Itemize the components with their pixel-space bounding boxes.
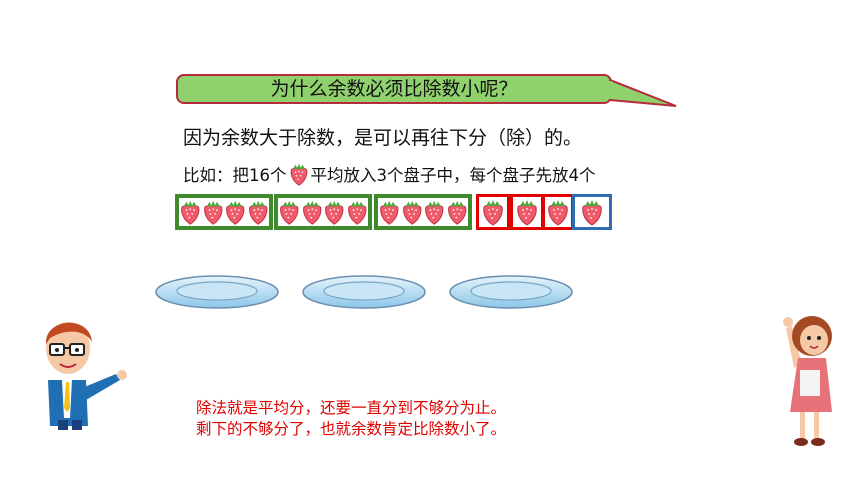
conclusion-line-1: 除法就是平均分，还要一直分到不够分为止。 bbox=[196, 399, 507, 417]
strawberry-icon bbox=[280, 200, 299, 225]
strawberry-icon bbox=[302, 200, 321, 225]
strawberry-icon bbox=[380, 200, 399, 225]
conclusion-line-2: 剩下的不够分了，也就余数肯定比除数小了。 bbox=[196, 420, 507, 438]
strawberry-icon bbox=[226, 200, 245, 225]
strawberry-icon bbox=[203, 200, 222, 225]
example-line: 比如：把16个 平均放入3个盘子中，每个盘子先放4个 bbox=[183, 162, 596, 186]
example-suffix: 平均放入3个盘子中，每个盘子先放4个 bbox=[310, 166, 596, 185]
plate-icon bbox=[302, 275, 426, 309]
strawberry-group bbox=[542, 194, 574, 230]
strawberry-icon bbox=[447, 200, 466, 225]
strawberry-icon bbox=[425, 200, 444, 225]
teacher-boy-figure bbox=[45, 322, 127, 430]
strawberry-icon bbox=[402, 200, 421, 225]
conclusion-note: 除法就是平均分，还要一直分到不够分为止。 剩下的不够分了，也就余数肯定比除数小了… bbox=[196, 398, 506, 440]
strawberry-icon bbox=[248, 200, 267, 225]
plate-icon bbox=[449, 275, 573, 309]
answer-text: 因为余数大于除数，是可以再往下分（除）的。 bbox=[183, 127, 583, 149]
strawberry-group bbox=[374, 194, 472, 230]
strawberry-icon bbox=[290, 163, 307, 186]
strawberry-group bbox=[510, 194, 544, 230]
strawberry-icon bbox=[181, 200, 200, 225]
strawberry-icon bbox=[548, 200, 568, 226]
strawberry-group bbox=[572, 194, 612, 230]
strawberry-icon bbox=[325, 200, 344, 225]
girl-figure bbox=[783, 316, 832, 446]
plate-icon bbox=[155, 275, 279, 309]
strawberry-icon bbox=[517, 200, 537, 226]
strawberry-icon bbox=[582, 200, 602, 226]
example-prefix: 比如：把16个 bbox=[183, 166, 287, 185]
bubble-tail bbox=[608, 78, 677, 107]
strawberry-icon bbox=[347, 200, 366, 225]
question-bubble: 为什么余数必须比除数小呢？ bbox=[176, 74, 612, 104]
strawberry-group bbox=[476, 194, 510, 230]
strawberry-group bbox=[175, 194, 273, 230]
strawberry-icon bbox=[483, 200, 503, 226]
question-text: 为什么余数必须比除数小呢？ bbox=[270, 78, 518, 100]
strawberry-group bbox=[274, 194, 372, 230]
